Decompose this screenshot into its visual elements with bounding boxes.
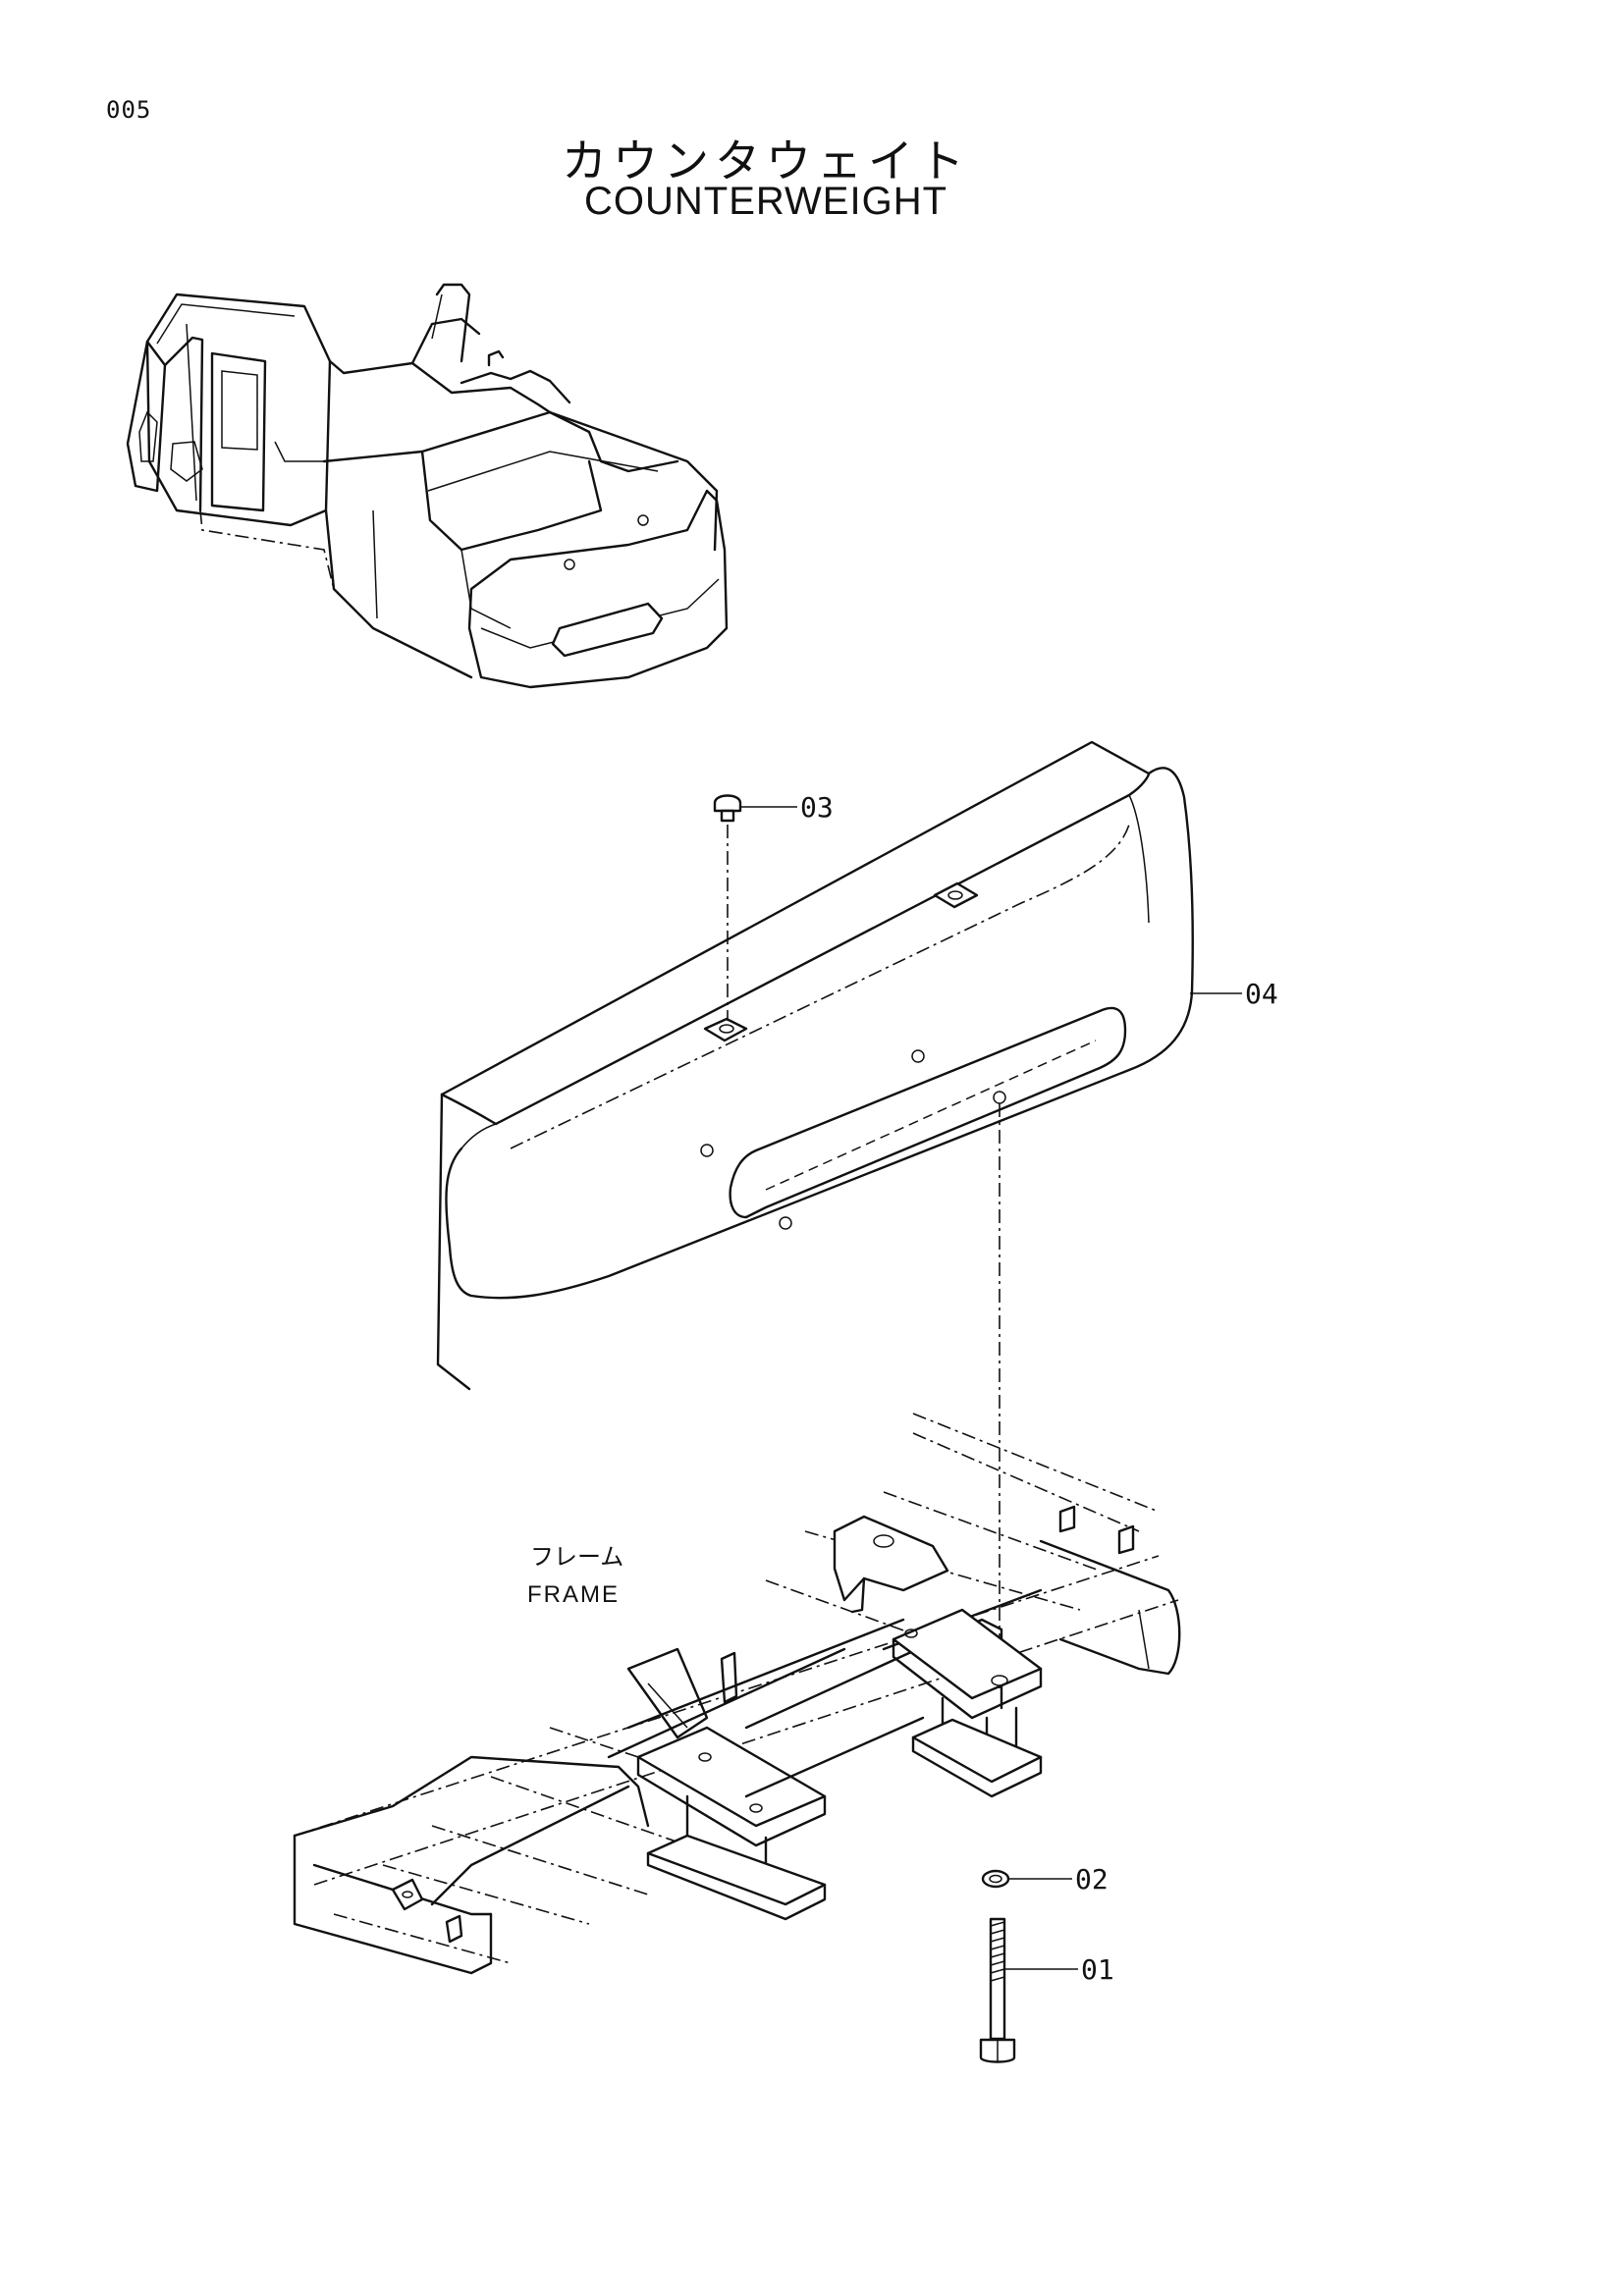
excavator-overview-illustration — [126, 283, 729, 689]
frame — [293, 1413, 1181, 1975]
counterweight-leader-04: 04 — [1190, 978, 1278, 1010]
cap-part-03: 03 — [713, 791, 834, 1021]
bolt-part-01: 01 — [979, 1917, 1114, 2063]
callout-04: 04 — [1245, 978, 1278, 1010]
counterweight — [436, 740, 1194, 1391]
callout-03: 03 — [800, 791, 834, 824]
callout-01: 01 — [1081, 1953, 1114, 1986]
frame-label-english: FRAME — [527, 1581, 620, 1608]
washer-part-02: 02 — [981, 1863, 1109, 1896]
page-title-japanese: カウンタウェイト — [562, 134, 970, 187]
page-title-english: COUNTERWEIGHT — [583, 180, 948, 223]
frame-label-japanese: フレーム — [530, 1543, 623, 1571]
page-number: 005 — [106, 96, 152, 124]
callout-02: 02 — [1075, 1863, 1109, 1896]
